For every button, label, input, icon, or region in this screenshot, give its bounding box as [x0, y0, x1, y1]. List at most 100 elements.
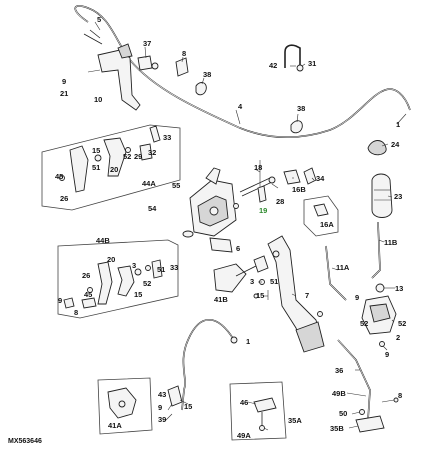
callout-32: 32: [148, 148, 156, 157]
callout-39: 39: [158, 415, 166, 424]
box-16A: [303, 195, 339, 237]
parts-50-49B: [359, 397, 399, 415]
callout-46: 46: [240, 398, 248, 407]
callout-5: 5: [97, 15, 101, 24]
callout-15-c: 15: [256, 291, 264, 300]
callout-15-b: 15: [134, 290, 142, 299]
box-41A: [97, 377, 153, 435]
callout-1-b: 1: [246, 337, 250, 346]
clip-38-right: [290, 120, 303, 134]
callout-36: 36: [335, 366, 343, 375]
callout-8: 8: [182, 49, 186, 58]
callout-2: 2: [396, 333, 400, 342]
leader-lines: [94, 21, 407, 431]
callout-23: 23: [394, 192, 402, 201]
callout-35A: 35A: [288, 416, 302, 425]
callout-55: 55: [172, 181, 180, 190]
callout-15-top: 15: [92, 146, 100, 155]
callout-33-top: 33: [163, 133, 171, 142]
callout-11A: 11A: [336, 263, 350, 272]
knob-24: [367, 140, 387, 156]
callout-26-a: 26: [60, 194, 68, 203]
callout-16A: 16A: [320, 220, 334, 229]
callout-54: 54: [148, 204, 157, 213]
clip-38-top: [195, 82, 207, 96]
callout-9-b: 9: [58, 296, 62, 305]
callout-24: 24: [391, 140, 400, 149]
callout-20-b: 20: [107, 255, 115, 264]
callout-51-b: 51: [157, 265, 165, 274]
callout-3-b: 3: [250, 277, 254, 286]
callout-41B: 41B: [214, 295, 228, 304]
rod-11B: [371, 221, 381, 279]
callout-38-top: 38: [203, 70, 211, 79]
callout-18: 18: [254, 163, 262, 172]
callout-21: 21: [60, 89, 68, 98]
callout-44A: 44A: [142, 179, 156, 188]
callout-38-right: 38: [297, 104, 305, 113]
callout-34: 34: [316, 174, 325, 183]
box-41B: [213, 263, 257, 293]
callout-49A: 49A: [237, 431, 251, 440]
rod-36: [337, 339, 385, 433]
callout-42: 42: [269, 61, 277, 70]
callout-10: 10: [94, 95, 102, 104]
brake-pedal-7: [253, 235, 325, 353]
callout-9-e: 9: [158, 403, 162, 412]
callout-35B: 35B: [330, 424, 344, 433]
callout-6: 6: [236, 244, 240, 253]
callout-52-c: 52: [398, 319, 406, 328]
callout-19: 19: [259, 206, 267, 215]
part-16B: [283, 169, 301, 185]
shift-mechanism-12: [361, 283, 397, 347]
callout-11B: 11B: [384, 238, 398, 247]
callout-7: 7: [305, 291, 309, 300]
callout-41A: 41A: [108, 421, 122, 430]
callout-26-b: 26: [82, 271, 90, 280]
callout-28: 28: [276, 197, 284, 206]
callout-45-a: 45: [55, 172, 63, 181]
callout-4: 4: [238, 102, 243, 111]
callout-16B: 16B: [292, 185, 306, 194]
rod-11A: [325, 245, 347, 301]
callout-52-a: 52: [123, 152, 131, 161]
callout-52-d: 52: [360, 319, 368, 328]
callout-45-b: 45: [84, 290, 92, 299]
box-49A: [229, 381, 287, 441]
callout-1: 1: [396, 120, 400, 129]
callout-labels: 5 37 8 9 21 10 38 4 42 31 38 1 24 23 15 …: [55, 15, 406, 440]
assembly-box-44B: [57, 239, 179, 319]
callout-9-d: 9: [385, 350, 389, 359]
callout-51-a: 51: [92, 163, 100, 172]
callout-9-top: 9: [62, 77, 66, 86]
part-34: [303, 167, 317, 185]
callout-8-b: 8: [74, 308, 78, 317]
callout-3: 3: [132, 261, 136, 270]
callout-49B: 49B: [332, 389, 346, 398]
callout-44B: 44B: [96, 236, 110, 245]
callout-13: 13: [395, 284, 403, 293]
callout-33-b: 33: [170, 263, 178, 272]
bracket-2: [137, 55, 189, 77]
callout-51-c: 51: [270, 277, 278, 286]
assembly-box-44A: [41, 124, 181, 211]
hand-lever-10: [87, 43, 141, 111]
callout-8-c: 8: [398, 391, 402, 400]
control-cable-lower: [167, 319, 238, 411]
callout-31: 31: [308, 59, 316, 68]
rod-31: [284, 44, 304, 72]
callout-37: 37: [143, 39, 151, 48]
callout-43: 43: [158, 390, 166, 399]
callout-29: 29: [134, 152, 142, 161]
boot-23: [371, 173, 393, 218]
figure-id: MX563646: [8, 438, 42, 445]
callout-15-d: 15: [184, 402, 192, 411]
pivot-bracket-assembly: [182, 160, 276, 253]
callout-50: 50: [339, 409, 347, 418]
callout-52-b: 52: [143, 279, 151, 288]
callout-9-c: 9: [355, 293, 359, 302]
callout-20: 20: [110, 165, 118, 174]
control-cable-4: [74, 5, 411, 139]
